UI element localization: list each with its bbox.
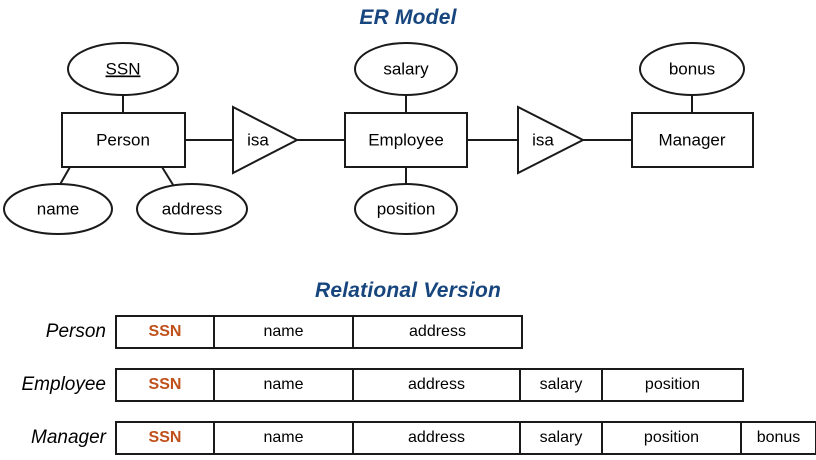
- column-address[interactable]: address: [409, 323, 466, 340]
- attribute-bonus-label: bonus: [669, 59, 715, 78]
- entity-person-label: Person: [96, 130, 150, 149]
- relationship-isa-2-label: isa: [532, 130, 554, 149]
- attribute-position-label: position: [377, 199, 436, 218]
- entity-person[interactable]: [61, 112, 186, 168]
- er-model-graph: SSN name address salary position bonus P…: [3, 42, 754, 235]
- column-name[interactable]: name: [215, 370, 354, 400]
- relationship-isa-1-label: isa: [247, 130, 269, 149]
- er-model-title: ER Model: [359, 6, 457, 29]
- column-position[interactable]: position: [603, 423, 742, 453]
- relation-employee: Employee SSN name address salary positio…: [22, 368, 744, 402]
- relation-person-name: Person: [45, 321, 106, 342]
- attribute-address[interactable]: [136, 183, 248, 235]
- column-ssn[interactable]: SSN: [117, 370, 215, 400]
- attribute-salary[interactable]: [354, 42, 458, 96]
- column-name[interactable]: name: [215, 423, 354, 453]
- attribute-salary-label: salary: [383, 59, 429, 78]
- attribute-name[interactable]: [3, 183, 113, 235]
- relation-employee-name: Employee: [21, 374, 107, 395]
- relation-person-table: SSN name address: [115, 315, 523, 349]
- column-ssn[interactable]: SSN: [117, 317, 215, 347]
- relation-manager-table: SSN name address salary position bonus: [115, 421, 816, 455]
- column-ssn[interactable]: SSN: [117, 423, 215, 453]
- relationship-isa-employee-manager[interactable]: [517, 105, 586, 175]
- attribute-position[interactable]: [354, 183, 458, 235]
- attribute-ssn-label: SSN: [106, 59, 141, 78]
- relation-person: Person SSN name address: [46, 315, 523, 349]
- relation-manager: Manager SSN name address salary position…: [31, 421, 816, 455]
- column-salary[interactable]: salary: [521, 370, 603, 400]
- entity-manager[interactable]: [631, 112, 754, 168]
- attribute-name-label: name: [37, 199, 80, 218]
- attribute-address-label: address: [162, 199, 222, 218]
- relation-manager-name: Manager: [31, 427, 106, 448]
- column-address[interactable]: address: [354, 423, 521, 453]
- column-salary[interactable]: salary: [521, 423, 603, 453]
- relational-version-title: Relational Version: [314, 279, 502, 302]
- attribute-bonus[interactable]: [639, 42, 745, 96]
- relationship-isa-person-employee[interactable]: [232, 105, 300, 175]
- entity-employee-label: Employee: [368, 130, 444, 149]
- column-address[interactable]: address: [354, 370, 521, 400]
- column-name[interactable]: name: [215, 317, 354, 347]
- relation-employee-table: SSN name address salary position: [115, 368, 744, 402]
- attribute-ssn[interactable]: [67, 42, 179, 96]
- column-bonus[interactable]: bonus: [756, 429, 801, 446]
- entity-manager-label: Manager: [658, 130, 725, 149]
- entity-employee[interactable]: [344, 112, 468, 168]
- column-position[interactable]: position: [644, 376, 701, 393]
